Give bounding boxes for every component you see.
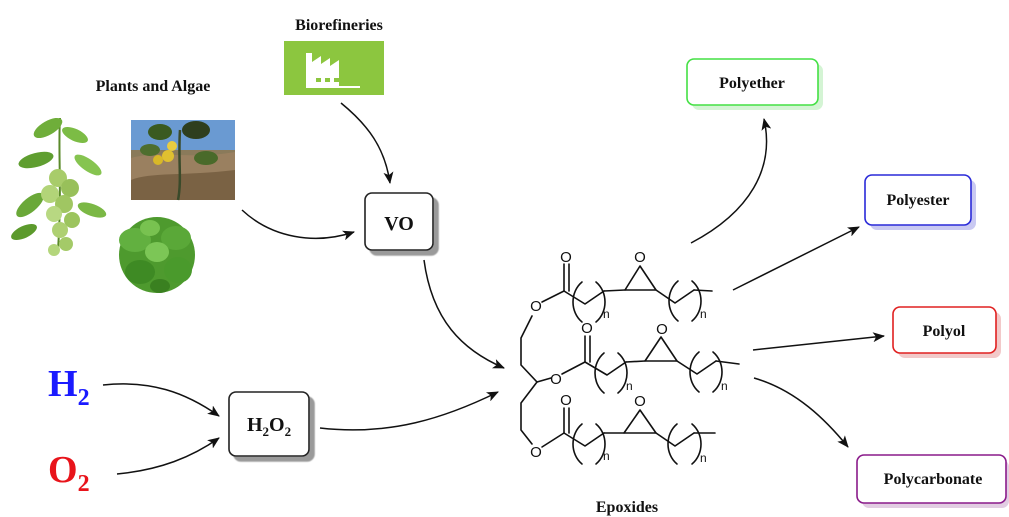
ester-oxygen-1: O <box>530 298 542 315</box>
epoxides-label: Epoxides <box>596 499 658 516</box>
polyester-label: Polyester <box>886 192 949 209</box>
h2o2-h: H <box>247 414 263 436</box>
arrow-plants-to-vo <box>241 209 355 241</box>
polycarbonate-node: Polycarbonate <box>856 454 1009 508</box>
arrow-h2-to-h2o2 <box>102 383 220 417</box>
h2o2-label: H2O2 <box>247 414 291 439</box>
repeat-n-2b: n <box>721 379 728 393</box>
h2-subscript: 2 <box>78 385 90 411</box>
arrow-to-polyester <box>732 226 860 291</box>
repeat-n-1a: n <box>603 307 610 321</box>
arrow-to-polyol <box>752 332 885 351</box>
h2o2-o: O <box>269 414 285 436</box>
repeat-n-3a: n <box>603 449 610 463</box>
o2-subscript: 2 <box>78 471 90 497</box>
h2-label: H2 <box>48 363 90 411</box>
flow-arrows <box>102 102 885 475</box>
arrow-biorefineries-to-vo <box>340 102 394 184</box>
factory-icon <box>284 41 384 95</box>
biorefineries-label: Biorefineries <box>295 17 383 34</box>
arrow-vo-to-epoxides <box>423 259 505 369</box>
o2-label: O2 <box>48 449 90 497</box>
polyol-node: Polyol <box>892 306 1001 358</box>
epoxide-structure: O O n O n O O n O n O <box>520 249 740 465</box>
polycarbonate-label: Polycarbonate <box>884 471 983 488</box>
vo-label: VO <box>384 213 414 235</box>
h2o2-h-sub: 2 <box>263 424 270 439</box>
h2-main: H <box>48 363 78 405</box>
carbonyl-oxygen-1: O <box>560 249 572 266</box>
epoxide-oxygen-1: O <box>634 249 646 266</box>
algae-photo <box>119 217 195 293</box>
ester-oxygen-2: O <box>550 371 562 388</box>
epoxide-oxygen-2: O <box>656 321 668 338</box>
vo-node: VO <box>364 192 434 251</box>
polyol-label: Polyol <box>923 323 966 340</box>
carbonyl-oxygen-2: O <box>581 320 593 337</box>
plants-algae-label: Plants and Algae <box>96 78 211 95</box>
ester-oxygen-3: O <box>530 444 542 461</box>
arrow-h2o2-to-epoxides <box>319 391 499 431</box>
polyether-node: Polyether <box>686 58 823 110</box>
epoxide-oxygen-3: O <box>634 393 646 410</box>
h2o2-o-sub: 2 <box>285 424 292 439</box>
arrow-to-polycarbonate <box>753 377 849 448</box>
plant-photo <box>11 117 107 256</box>
polyester-node: Polyester <box>864 174 976 230</box>
repeat-n-3b: n <box>700 451 707 465</box>
carbonyl-oxygen-3: O <box>560 392 572 409</box>
repeat-n-2a: n <box>626 379 633 393</box>
h2o2-node: H2O2 <box>228 391 310 457</box>
o2-main: O <box>48 449 78 491</box>
arrow-to-polyether <box>690 118 772 244</box>
polyether-label: Polyether <box>719 75 785 92</box>
arrow-o2-to-h2o2 <box>116 437 220 475</box>
repeat-n-1b: n <box>700 307 707 321</box>
fruit-photo <box>131 120 235 201</box>
